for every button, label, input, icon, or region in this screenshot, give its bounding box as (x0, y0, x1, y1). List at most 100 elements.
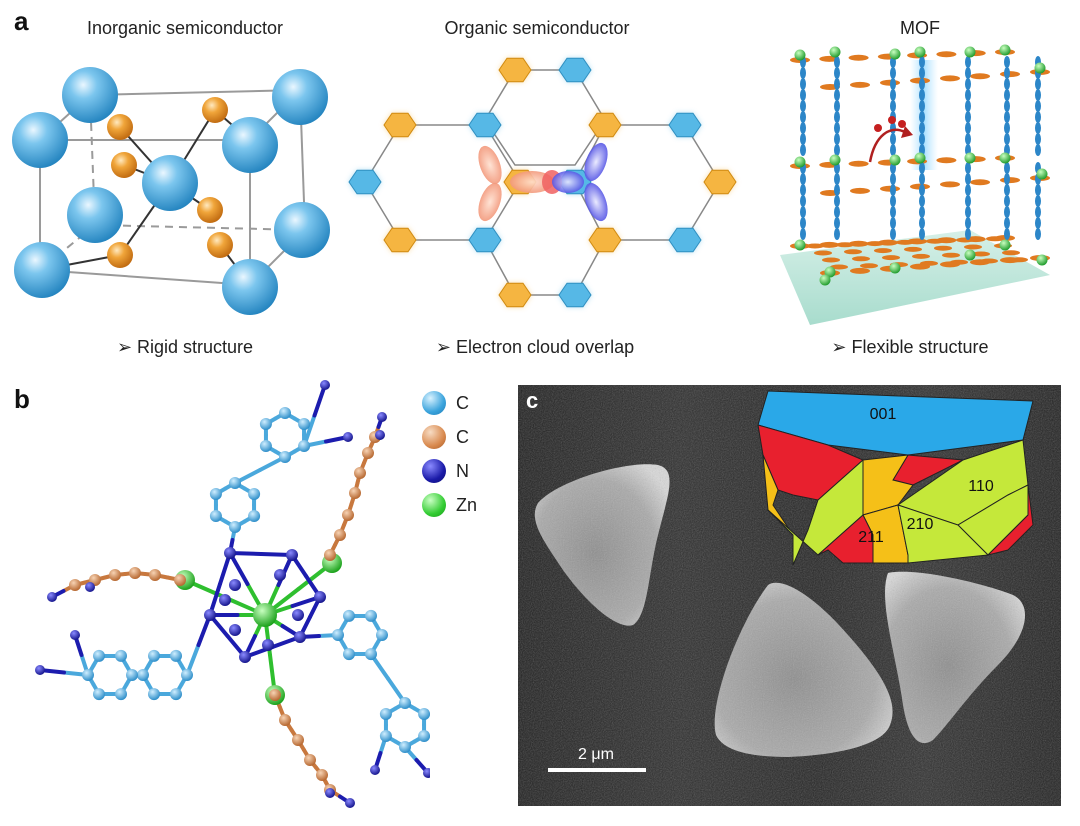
mof-pillar-linker (919, 195, 925, 207)
mof-pillar-linker (800, 89, 806, 101)
mof-pillar-linker (890, 133, 896, 145)
molecule-atom (379, 708, 392, 720)
mof-pillar-linker (1004, 67, 1010, 79)
mof-pillar-linker (890, 217, 896, 229)
scale-bar-label: 2 μm (578, 746, 614, 763)
hexagon-node (383, 227, 417, 253)
mof-pillar-linker (1004, 228, 1010, 240)
molecule-atom (109, 569, 121, 581)
mof-bullet: ➢ Flexible structure (831, 337, 989, 357)
mof-metal-node (999, 239, 1011, 251)
hexagon-node (558, 57, 592, 83)
mof-linker (822, 257, 840, 263)
mof-pillar-linker (1035, 100, 1041, 112)
mof-linker (940, 181, 960, 188)
mof-pillar-linker (1004, 162, 1010, 174)
mof-metal-node (794, 49, 806, 61)
molecule-atom (294, 631, 306, 643)
mof-pillar-linker (890, 184, 896, 196)
mof-linker (980, 258, 998, 264)
mof-pillar-linker (919, 67, 925, 79)
mof-linker (860, 263, 878, 269)
mof-pillar-linker (919, 206, 925, 218)
mof-linker (986, 236, 1004, 242)
mof-linker (844, 249, 862, 255)
mof-pillar-linker (890, 173, 896, 185)
mof-pillar-linker (890, 78, 896, 90)
mof-pillar-linker (965, 162, 971, 174)
mof-pillar-linker (1004, 122, 1010, 134)
molecule-atom (279, 407, 291, 419)
hexagon-nodes (348, 57, 737, 308)
molecule-atom (262, 639, 274, 651)
mof-metal-node (964, 46, 976, 58)
mof-pillar-linker (890, 228, 896, 240)
hexagon-node (703, 169, 737, 195)
legend-marker (422, 493, 446, 517)
mof-pillar-linker (890, 89, 896, 101)
molecule-atom (85, 582, 95, 592)
mof-linker (880, 185, 900, 192)
mof-pillar-linker (1004, 89, 1010, 101)
molecule-atom (35, 665, 45, 675)
facet-211 (817, 514, 874, 564)
mof-linker (1002, 250, 1020, 256)
mof-metal-node (824, 266, 836, 278)
mof-pillar-linker (965, 206, 971, 218)
molecule-atom (137, 669, 149, 681)
hexagon-node (468, 227, 502, 253)
organic-bullet: ➢ Electron cloud overlap (435, 337, 635, 357)
mof-pillar-linker (1004, 133, 1010, 145)
molecule-atom (170, 649, 182, 662)
mof-pillar-linker (1004, 56, 1010, 68)
panel-a-letter: a (14, 6, 29, 36)
mof-pillar-linker (800, 100, 806, 112)
molecule-atom (292, 609, 304, 621)
mof-linker (882, 255, 900, 261)
mof-linker (972, 251, 990, 257)
mof-metal-node (999, 44, 1011, 56)
molecule-atom (70, 630, 80, 640)
molecule-atom (325, 788, 335, 798)
mof-metal-node (794, 239, 806, 251)
molecule-atom (229, 521, 241, 533)
mof-pillar-linker (965, 78, 971, 90)
mof-pillar-linker (1004, 206, 1010, 218)
mof-linker (950, 259, 968, 265)
molecule-atom (129, 567, 141, 579)
hexagon-node (468, 112, 502, 138)
mof-linker (920, 260, 938, 266)
mof-linker (1000, 177, 1020, 184)
molecule-atom (93, 688, 105, 701)
mof-linker (926, 238, 944, 244)
scale-bar (548, 768, 646, 772)
molecule-atom (115, 688, 127, 701)
molecule-atom (149, 569, 161, 581)
legend-label: C (456, 392, 469, 413)
blue-atoms (12, 67, 330, 315)
orbital-lobes (478, 142, 608, 222)
mof-linker (848, 160, 869, 167)
mof-pillar-linker (1004, 173, 1010, 185)
inorganic-lattice-diagram (12, 67, 330, 315)
mof-pillar-linker (1035, 217, 1041, 229)
molecular-structure-diagram (35, 380, 430, 808)
molecule-atom (334, 529, 346, 541)
mof-pillar-linker (919, 78, 925, 90)
mof-pillar-linker (965, 195, 971, 207)
mof-linker (806, 243, 824, 249)
molecule-atom (229, 477, 241, 489)
mof-pillar-linker (1035, 78, 1041, 90)
molecule-atom (93, 649, 105, 662)
molecule-atom (219, 594, 231, 606)
legend-row: C (422, 386, 477, 420)
mof-nodes (794, 44, 1048, 286)
molecule-atom (343, 609, 355, 622)
blue-atom (272, 69, 328, 125)
mof-linker (874, 248, 892, 254)
mof-pillar-linker (919, 56, 925, 68)
molecule-atom (248, 510, 261, 522)
orange-atom (207, 232, 233, 258)
mof-pillar-linker (965, 56, 971, 68)
orange-atom (202, 97, 228, 123)
